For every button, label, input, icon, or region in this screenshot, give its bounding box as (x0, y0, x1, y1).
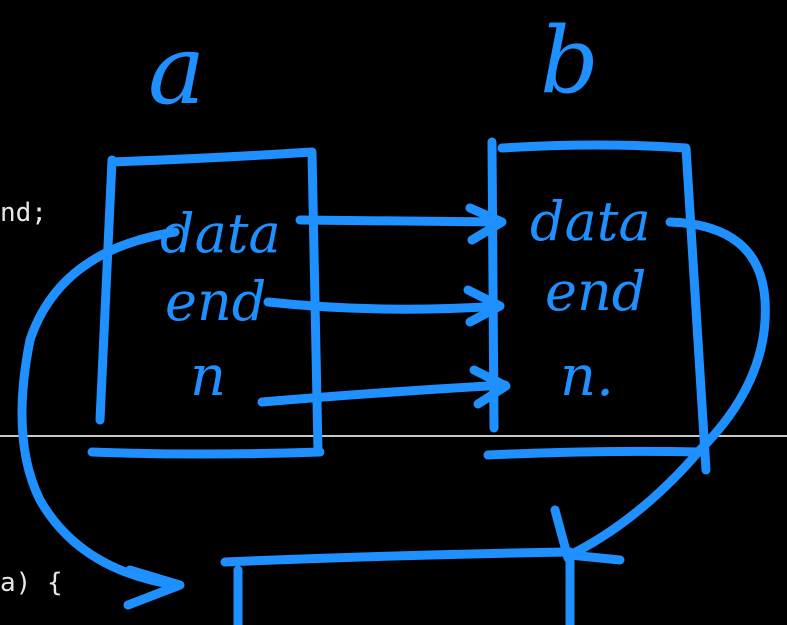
arrow-n-copy (257, 365, 511, 409)
loop-arrow-left (17, 227, 185, 610)
struct-b-field-end: end (545, 260, 646, 323)
struct-a-field-n: n (190, 344, 226, 409)
struct-a-box (87, 147, 325, 459)
struct-a-field-data: data (160, 202, 281, 265)
struct-a-field-end: end (165, 270, 266, 333)
arrow-data-copy (295, 203, 507, 245)
label-b: b (540, 7, 599, 114)
struct-b-field-n: n. (560, 344, 614, 409)
struct-b-field-data: data (530, 190, 651, 253)
arrow-end-copy (263, 285, 505, 327)
code-fragment-line-2: a) { (0, 568, 63, 598)
label-a: a (148, 14, 205, 126)
horizontal-divider (0, 435, 787, 437)
code-fragment-line-1: nd; (0, 198, 47, 228)
bottom-box (220, 547, 575, 625)
